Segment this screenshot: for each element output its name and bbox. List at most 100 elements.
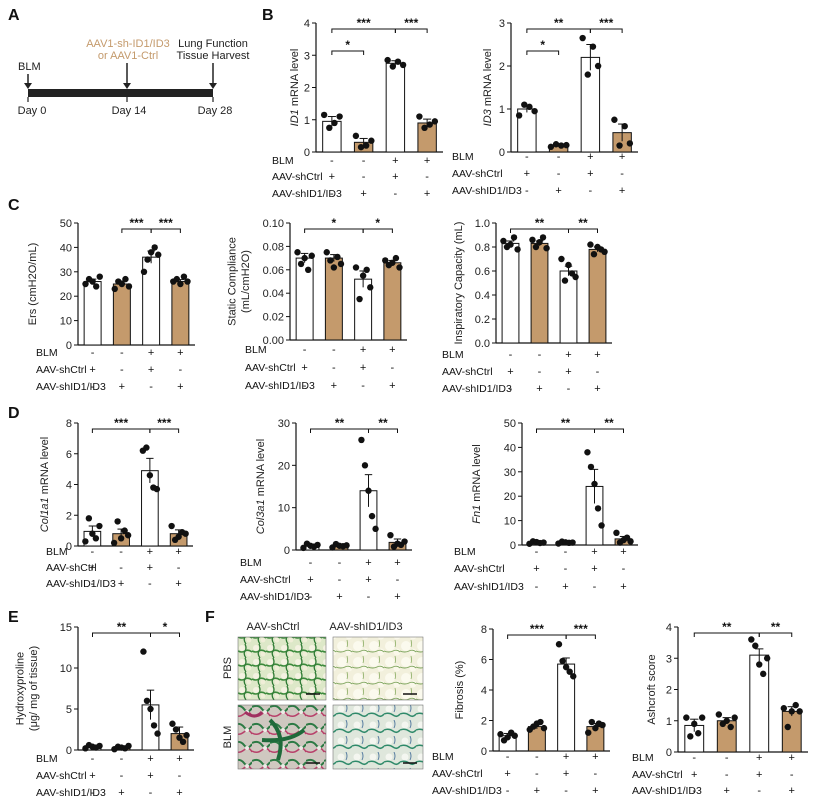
significance-label: * [332,216,337,230]
condition-label: BLM [442,349,464,361]
condition-label: BLM [272,155,294,167]
condition-sign: - [594,768,598,780]
condition-label: AAV-shCtrl [245,362,296,374]
condition-sign: + [424,155,430,167]
significance-label: *** [357,16,371,30]
data-point [334,253,341,261]
data-point [788,708,795,715]
condition-sign: + [756,752,762,764]
data-point [184,278,191,285]
data-point [320,111,328,119]
data-point [599,721,606,729]
data-point [515,112,523,119]
y-tick-label: 8 [66,418,72,430]
data-point [384,56,391,64]
condition-sign: - [509,383,513,395]
condition-sign: + [365,574,371,586]
condition-sign: + [329,171,335,183]
significance-bracket [368,428,398,433]
condition-sign: - [338,557,342,569]
condition-sign: - [367,591,371,603]
data-point [426,121,433,128]
condition-sign: + [424,188,430,200]
condition-label: AAV-shCtrl [432,768,483,780]
data-point [431,118,439,125]
condition-label: AAV-shID1/ID3 [46,578,116,590]
data-point [510,234,518,241]
y-tick-label: 4 [304,18,310,30]
condition-sign: - [120,347,124,359]
significance-bracket [149,428,180,433]
condition-sign: + [336,591,342,603]
timeline-end-label-2: Tissue Harvest [177,50,250,62]
condition-sign: - [509,349,513,361]
data-point [368,137,375,144]
data-point [177,280,184,288]
histology-image-pbs-shctrl [237,636,327,701]
y-tick-label: 0.0 [475,338,490,350]
condition-sign: - [179,364,183,376]
data-point [357,143,365,151]
y-tick-label: 3 [499,18,505,30]
condition-sign: + [756,769,762,781]
significance-bracket [394,28,428,33]
condition-sign: - [120,364,124,376]
timeline-arrowhead-middle [123,83,131,89]
histology-row-label-pbs: PBS [222,657,234,679]
data-point [363,142,370,149]
condition-sign: + [89,770,95,782]
condition-sign: + [563,751,569,763]
data-point [715,711,723,718]
significance-label: *** [599,16,613,30]
condition-sign: - [120,753,124,765]
data-point [561,277,569,284]
condition-sign: - [506,785,510,797]
y-tick-label: 5 [66,704,72,716]
condition-sign: + [177,347,183,359]
y-tick-label: 0 [499,147,505,159]
data-point [331,119,338,127]
data-point [146,472,154,479]
condition-sign: - [535,751,539,763]
condition-label: BLM [240,557,262,569]
y-tick-label: 4 [481,685,487,697]
data-point [387,531,394,539]
data-point [521,101,528,108]
histology-col-title-shctrl: AAV-shCtrl [247,621,300,633]
panel-letter-e: E [8,609,19,626]
data-point [122,275,129,283]
data-point [124,532,132,539]
data-point [173,275,181,283]
y-tick-label: 0 [66,541,72,553]
condition-label: AAV-shID1/ID3 [454,581,524,593]
condition-label: AAV-shID1/ID3 [452,185,522,197]
condition-sign: + [592,751,598,763]
condition-sign: + [89,562,95,574]
condition-label: BLM [632,752,654,764]
data-point [587,241,594,248]
condition-label: AAV-shID1/ID3 [240,591,310,603]
bar [749,654,770,753]
condition-sign: + [392,155,398,167]
y-axis-label: Fibrosis (%) [454,661,466,720]
condition-sign: + [620,546,626,558]
condition-sign: + [724,785,730,797]
condition-sign: + [147,546,153,558]
y-tick-label: 0.08 [263,241,284,253]
y-tick-label: 4 [666,622,672,634]
bar [171,281,190,346]
y-tick-label: 0 [66,745,72,757]
condition-label: AAV-shID1/ID3 [442,383,512,395]
condition-sign: + [504,768,510,780]
data-point [695,730,702,737]
data-point [579,34,586,42]
y-axis-label: Col3a1 mRNA level [255,439,267,534]
condition-label: AAV-shID1/ID3 [632,785,702,797]
data-point [727,723,734,731]
data-point [558,142,565,149]
timeline-end-label-1: Lung Function [178,38,248,50]
